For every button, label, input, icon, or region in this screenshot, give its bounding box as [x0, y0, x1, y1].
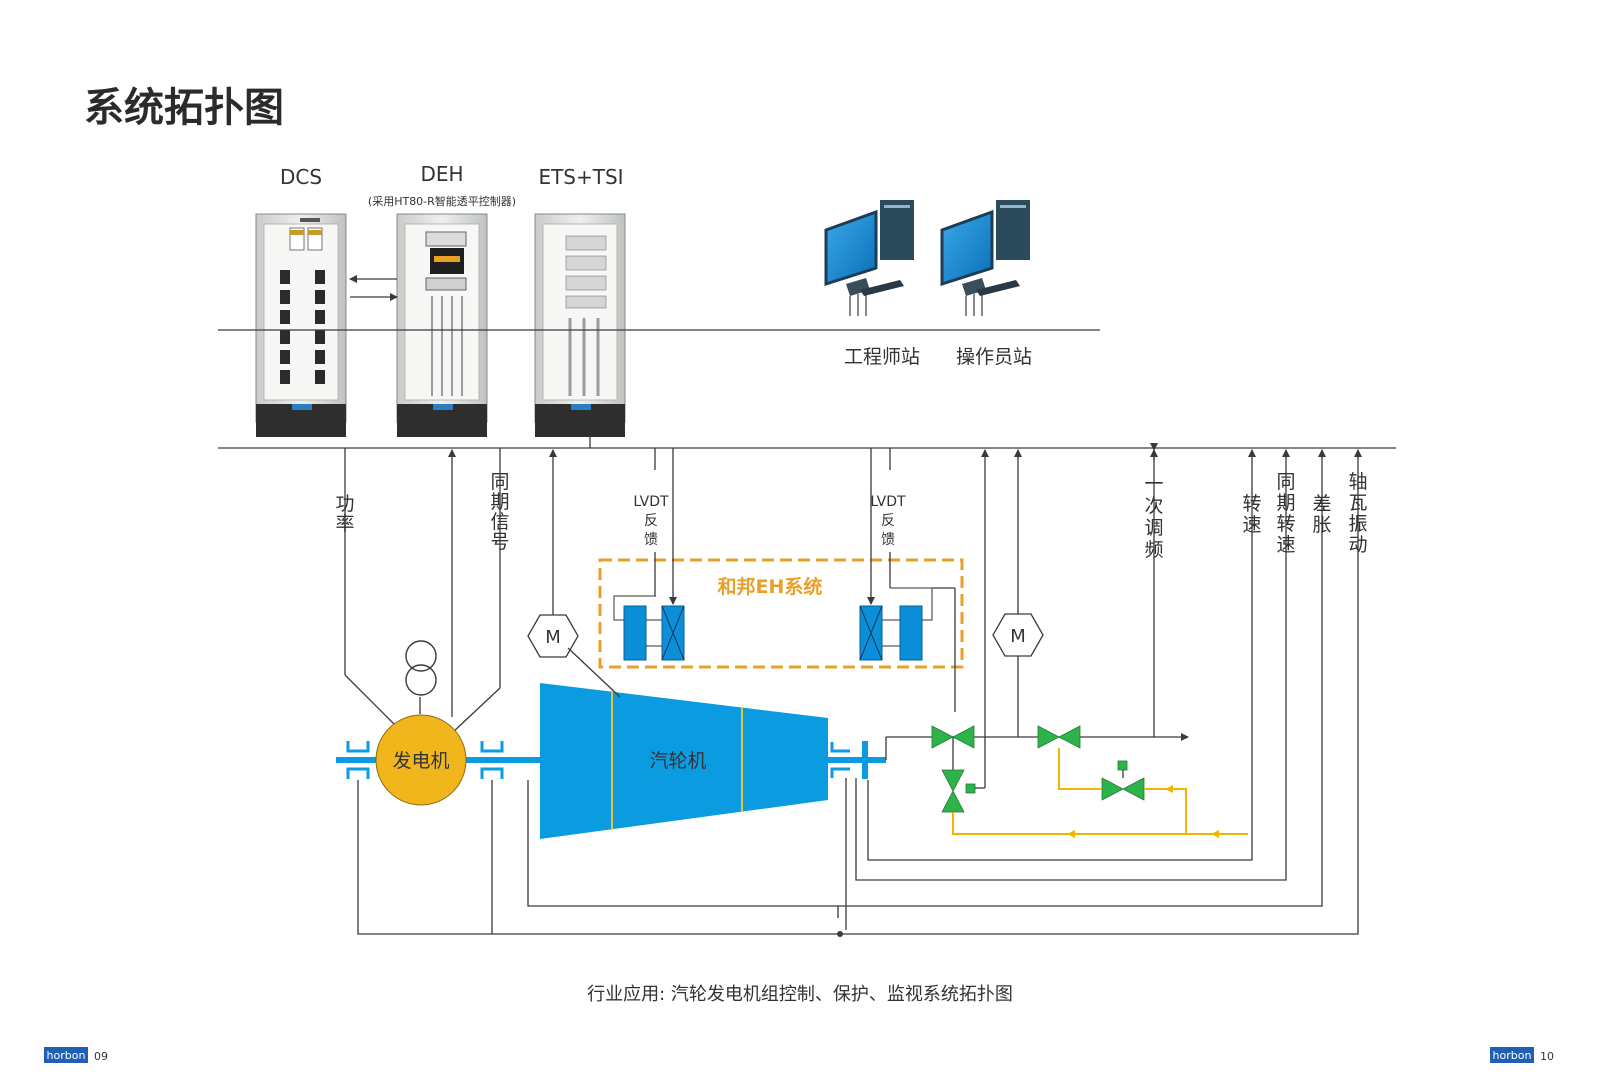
signal-sync-label: 同 期 信 号 [490, 471, 509, 553]
actuator-right [859, 587, 933, 661]
deh-sublabel: (采用HT80-R智能透平控制器) [368, 194, 516, 208]
sync-signal-line-diag [451, 687, 501, 734]
oil-return-line [952, 812, 1248, 835]
generator-bearing-right [480, 741, 504, 779]
brand-logo-right [1490, 1047, 1534, 1063]
bearing-vib-char-3: 振 [1348, 513, 1367, 535]
dcs-cabinet [255, 213, 347, 437]
ets-tsi-cabinet [534, 213, 626, 437]
diff-exp-char-2: 胀 [1312, 514, 1331, 536]
oil-line-valve4-return [1144, 788, 1187, 834]
eh-system-label: 和邦EH系统 [718, 575, 823, 598]
page-title: 系统拓扑图 [84, 85, 284, 131]
brand-logo-left-text: horbon [47, 1049, 86, 1062]
turbine-label: 汽轮机 [649, 750, 706, 772]
operator-workstation [940, 200, 1030, 316]
actuator-left [613, 595, 685, 661]
signal-sync-char-2: 期 [490, 491, 509, 513]
brand-logo-left [44, 1047, 88, 1063]
footer-left: horbon 09 [44, 1047, 108, 1063]
signal-freq-label: 一 次 调 频 [1144, 473, 1163, 561]
junction-dot [837, 931, 843, 937]
footer-right: horbon 10 [1490, 1047, 1554, 1063]
signal-power-char-2: 率 [335, 513, 354, 535]
signal-power-char-1: 功 [335, 493, 354, 515]
diagram-caption: 行业应用: 汽轮发电机组控制、保护、监视系统拓扑图 [587, 984, 1013, 1005]
bearing-vib-char-2: 瓦 [1348, 492, 1367, 514]
motor-left [527, 614, 579, 658]
lvdt-right-text-1: LVDT [870, 494, 906, 510]
generator-circle [375, 714, 467, 806]
valve-4-actuator [1117, 760, 1128, 771]
dcs-label: DCS [280, 165, 322, 189]
freq-char-3: 调 [1144, 517, 1163, 539]
sync-speed-char-4: 速 [1276, 534, 1295, 556]
transformer-icon [405, 640, 437, 696]
speed-char-1: 转 [1242, 493, 1261, 515]
diff-exp-char-1: 差 [1312, 493, 1331, 515]
motor-left-label: M [545, 627, 561, 648]
lvdt-right-text-3: 馈 [881, 532, 895, 548]
signal-sync-char-1: 同 [490, 471, 509, 493]
engineer-station-label: 工程师站 [844, 346, 920, 368]
lvdt-right-text-2: 反 [881, 513, 895, 529]
valve-3-actuator [965, 783, 976, 794]
bearing-vib-char-4: 动 [1348, 534, 1367, 556]
speed-sensor-disk [862, 741, 868, 779]
signal-sync-char-3: 信 [490, 511, 509, 533]
sync-speed-char-1: 同 [1276, 471, 1295, 493]
sync-speed-signal-line [855, 449, 1290, 881]
lvdt-left-text-3: 馈 [644, 532, 658, 548]
valve-4-icon [1101, 777, 1145, 801]
bearing-vib-char-1: 轴 [1348, 471, 1367, 493]
page-number-right: 10 [1540, 1050, 1554, 1063]
valve-1-icon [931, 725, 975, 749]
diff-expansion-line [527, 450, 1322, 918]
signal-speed-label: 转 速 [1242, 493, 1261, 536]
sync-speed-char-3: 转 [1276, 513, 1295, 535]
signal-lvdt-right-label: LVDT 反 馈 [870, 494, 906, 548]
bearing-vib-line [357, 449, 1362, 935]
eh-system-box [598, 558, 964, 669]
valve-2-icon [1037, 725, 1081, 749]
power-signal-line-diag [344, 674, 396, 726]
sync-speed-char-2: 期 [1276, 492, 1295, 514]
engineer-workstation [824, 200, 914, 316]
turbine-bearing [830, 742, 850, 778]
deh-label: DEH [420, 162, 463, 186]
freq-char-4: 频 [1144, 539, 1163, 561]
generator-bearing-left [346, 741, 370, 779]
deh-cabinet [396, 213, 488, 437]
freq-char-1: 一 [1144, 473, 1163, 495]
motor-right [992, 613, 1044, 657]
lvdt-left-text-2: 反 [644, 513, 658, 529]
valve-3-icon [941, 769, 965, 813]
motor-right-label: M [1010, 626, 1026, 647]
freq-char-2: 次 [1144, 495, 1163, 517]
speed-signal-line [867, 449, 1256, 861]
signal-sync-speed-label: 同 期 转 速 [1276, 471, 1295, 556]
ets-tsi-label: ETS+TSI [538, 165, 623, 189]
operator-station-label: 操作员站 [956, 346, 1032, 368]
page-number-left: 09 [94, 1050, 108, 1063]
lvdt-left-text-1: LVDT [633, 494, 669, 510]
signal-bearing-vib-label: 轴 瓦 振 动 [1348, 471, 1367, 556]
signal-sync-char-4: 号 [490, 531, 509, 553]
signal-lvdt-left-label: LVDT 反 馈 [633, 494, 669, 548]
generator-label: 发电机 [392, 750, 449, 772]
oil-line-valve2 [1058, 748, 1102, 790]
signal-power-label: 功 率 [335, 493, 354, 535]
brand-logo-right-text: horbon [1493, 1049, 1532, 1062]
speed-char-2: 速 [1242, 514, 1261, 536]
signal-diff-exp-label: 差 胀 [1312, 493, 1331, 536]
motor-left-line-down [567, 647, 621, 698]
